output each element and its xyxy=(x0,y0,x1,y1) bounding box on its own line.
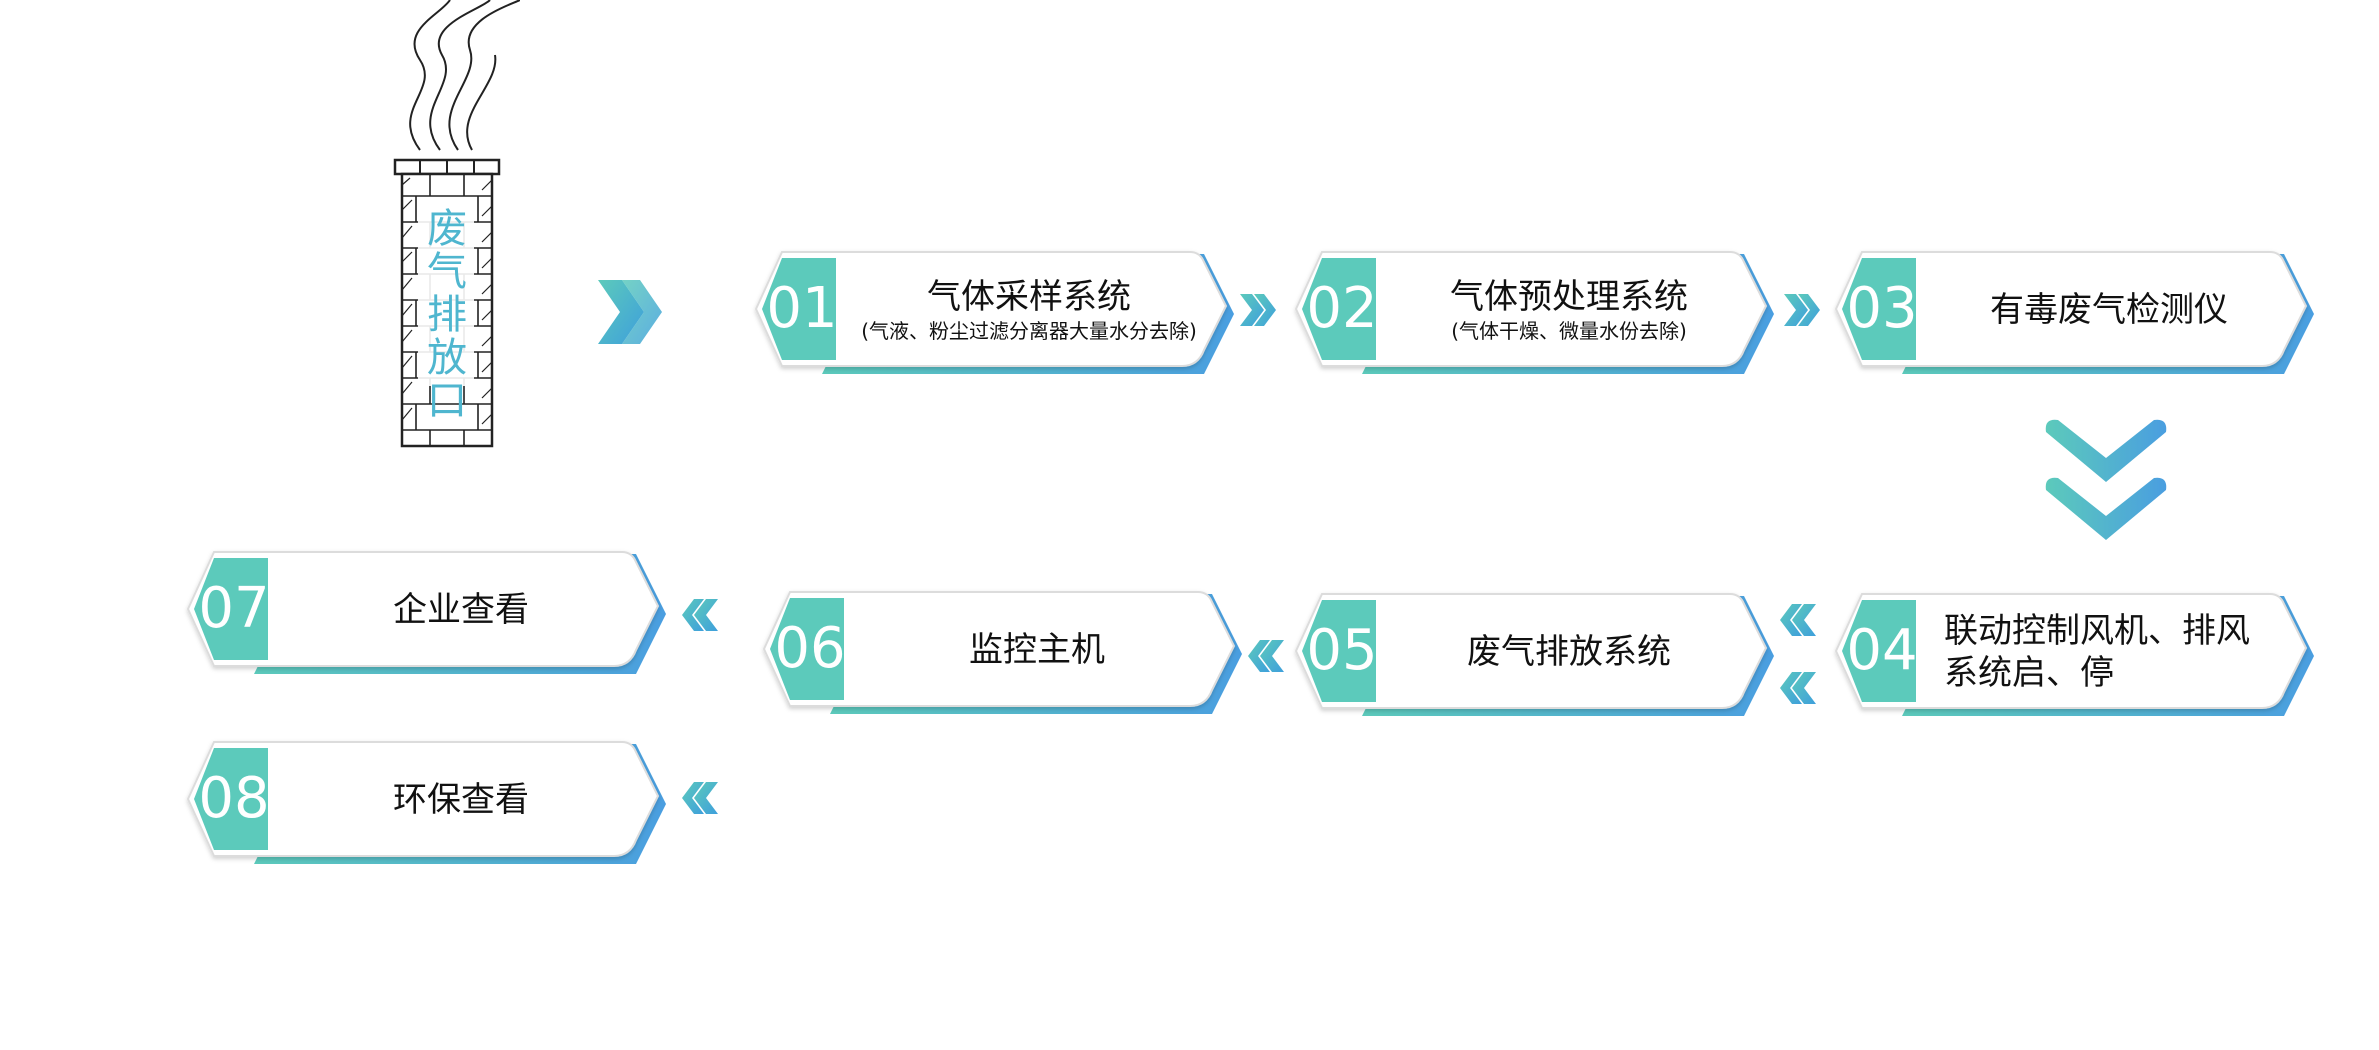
chevron-left-icon-5 xyxy=(682,782,718,814)
node-shape xyxy=(1294,251,1774,374)
step-title-block: 企业查看 xyxy=(284,550,638,670)
chimney-illustration xyxy=(393,0,521,448)
step-7: 07 企业查看 xyxy=(184,550,674,676)
step-title-line-2: 系统启、停 xyxy=(1944,653,2114,693)
step-title-line-1: 联动控制风机、排风 xyxy=(1944,611,2250,651)
node-shape xyxy=(1834,593,2314,716)
step-title-block: 环保查看 xyxy=(284,740,638,860)
step-8: 08 环保查看 xyxy=(184,740,674,866)
chevron-left-icon-2 xyxy=(1780,672,1816,704)
step-title-block: 气体采样系统(气液、粉尘过滤分离器大量水分去除) xyxy=(852,250,1206,370)
chevron-left-icon-1 xyxy=(1780,604,1816,636)
step-title: 环保查看 xyxy=(393,780,529,820)
chevron-left-icon-4 xyxy=(682,599,718,631)
step-title: 有毒废气检测仪 xyxy=(1990,290,2228,330)
step-number: 08 xyxy=(198,766,270,831)
step-title: 废气排放系统 xyxy=(1467,632,1671,672)
step-title: 气体预处理系统 xyxy=(1450,277,1688,317)
step-number: 02 xyxy=(1306,276,1378,341)
step-title: 监控主机 xyxy=(969,630,1105,670)
step-title-block: 联动控制风机、排风系统启、停 xyxy=(1932,592,2286,712)
chevron-right-icon-1 xyxy=(1240,294,1276,326)
step-number: 03 xyxy=(1846,276,1918,341)
step-3: 03 有毒废气检测仪 xyxy=(1832,250,2322,376)
step-title: 气体采样系统 xyxy=(927,277,1131,317)
step-title-block: 废气排放系统 xyxy=(1392,592,1746,712)
step-number: 04 xyxy=(1846,618,1918,683)
chimney xyxy=(380,0,521,460)
step-subtitle: (气液、粉尘过滤分离器大量水分去除) xyxy=(861,319,1197,343)
step-title-block: 监控主机 xyxy=(860,590,1214,710)
node-shape xyxy=(1294,593,1774,716)
chimney-label: 废气排放口 xyxy=(427,206,467,424)
step-title: 企业查看 xyxy=(393,590,529,630)
chevron-down-icon xyxy=(2045,419,2167,540)
step-number: 07 xyxy=(198,576,270,641)
step-number: 01 xyxy=(766,276,838,341)
step-title-block: 有毒废气检测仪 xyxy=(1932,250,2286,370)
chevron-left-icon-3 xyxy=(1248,640,1284,672)
chevron-right-icon-2 xyxy=(1784,294,1820,326)
step-number: 06 xyxy=(774,616,846,681)
node-shape xyxy=(186,551,666,674)
double-chevron-right-icon xyxy=(598,280,662,344)
node-shape xyxy=(186,741,666,864)
step-5: 05 废气排放系统 xyxy=(1292,592,1782,718)
node-shape xyxy=(754,251,1234,374)
step-number: 05 xyxy=(1306,618,1378,683)
step-subtitle: (气体干燥、微量水份去除) xyxy=(1451,319,1687,343)
node-shape xyxy=(1834,251,2314,374)
step-6: 06 监控主机 xyxy=(760,590,1250,716)
node-shape xyxy=(762,591,1242,714)
step-title-block: 气体预处理系统(气体干燥、微量水份去除) xyxy=(1392,250,1746,370)
